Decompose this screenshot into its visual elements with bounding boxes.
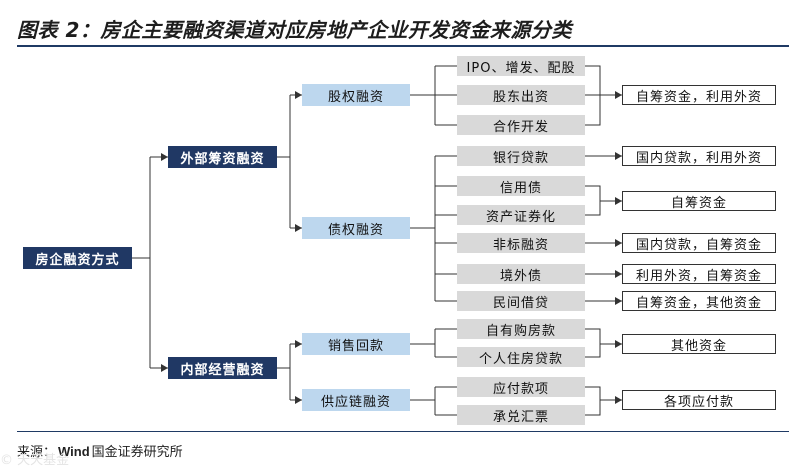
node-internal-financing: 内部经营融资 — [168, 357, 277, 379]
instrument-box: IPO、增发、配股 — [457, 56, 585, 76]
instrument-box: 信用债 — [457, 176, 585, 196]
source-wind: Wind — [58, 444, 90, 459]
instrument-box: 非标融资 — [457, 233, 585, 253]
funding-source-box: 其他资金 — [622, 334, 776, 354]
watermark: © 天天基金 — [0, 453, 70, 468]
root-node: 房企融资方式 — [23, 247, 132, 269]
funding-source-box: 国内贷款，自筹资金 — [622, 233, 776, 253]
funding-source-box: 利用外资，自筹资金 — [622, 264, 776, 284]
instrument-box: 应付款项 — [457, 377, 585, 397]
node-sales-collection: 销售回款 — [302, 333, 410, 355]
funding-source-box: 自筹资金 — [622, 191, 776, 211]
node-equity-financing: 股权融资 — [302, 84, 410, 106]
node-external-financing: 外部筹资融资 — [168, 146, 277, 168]
instrument-box: 银行贷款 — [457, 146, 585, 166]
title-rule — [17, 45, 789, 47]
instrument-box: 股东出资 — [457, 85, 585, 105]
figure-title: 图表 2：房企主要融资渠道对应房地产企业开发资金来源分类 — [17, 18, 572, 42]
funding-source-box: 自筹资金，利用外资 — [622, 85, 776, 105]
source-label: 来源： — [17, 445, 57, 460]
instrument-box: 承兑汇票 — [457, 405, 585, 425]
instrument-box: 境外债 — [457, 264, 585, 284]
node-supply-chain-financing: 供应链融资 — [302, 389, 410, 411]
instrument-box: 个人住房贷款 — [457, 347, 585, 367]
footer-rule — [17, 431, 789, 432]
funding-source-box: 自筹资金，其他资金 — [622, 291, 776, 311]
instrument-box: 民间借贷 — [457, 291, 585, 311]
instrument-box: 合作开发 — [457, 115, 585, 135]
node-debt-financing: 债权融资 — [302, 217, 410, 239]
instrument-box: 自有购房款 — [457, 319, 585, 339]
instrument-box: 资产证券化 — [457, 205, 585, 225]
funding-source-box: 国内贷款，利用外资 — [622, 146, 776, 166]
source-org: 国金证券研究所 — [91, 445, 183, 460]
funding-source-box: 各项应付款 — [622, 390, 776, 410]
